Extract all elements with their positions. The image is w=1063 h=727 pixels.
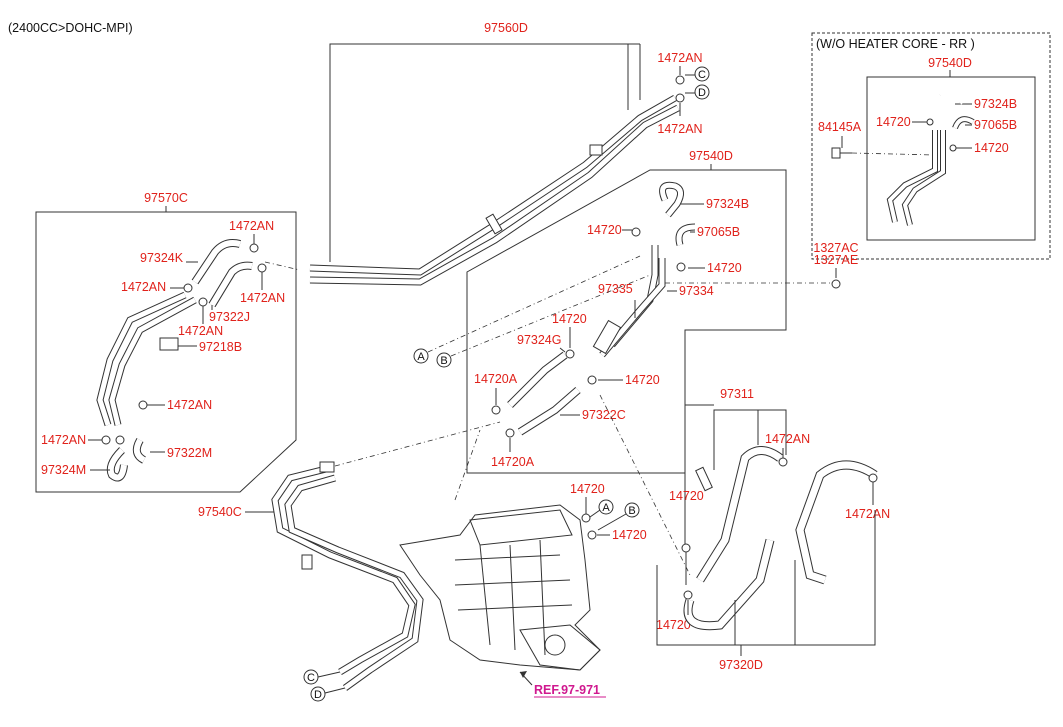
part-1327AE[interactable]: 1327AE: [814, 253, 858, 267]
connector-a-mid: [413, 348, 429, 364]
connector-c-top: [694, 66, 710, 82]
part-14720-g[interactable]: 14720: [669, 489, 704, 503]
connector-b-mid: [436, 352, 452, 368]
connector-a-bottom: [598, 499, 614, 515]
part-97334[interactable]: 97334: [679, 284, 714, 298]
nut-1327AC: [831, 279, 841, 289]
leader-97311: [713, 409, 787, 470]
heater-unit-housing: [399, 504, 601, 671]
part-14720A-1[interactable]: 14720A: [474, 372, 518, 386]
part-14720-d[interactable]: 14720: [625, 373, 660, 387]
part-14720A-2[interactable]: 14720A: [491, 455, 535, 469]
part-97320D[interactable]: 97320D: [719, 658, 763, 672]
rr-option-title: (W/O HEATER CORE - RR ): [816, 37, 975, 51]
part-97540C[interactable]: 97540C: [198, 505, 242, 519]
svg-text:D: D: [698, 87, 706, 99]
part-84145A[interactable]: 84145A: [818, 120, 862, 134]
part-14720-rr-1[interactable]: 14720: [876, 115, 911, 129]
svg-text:A: A: [602, 502, 610, 514]
part-1327AC[interactable]: 1327AC: [813, 241, 858, 255]
part-1472AN-7[interactable]: 1472AN: [765, 432, 810, 446]
rr-option-box: [811, 32, 1051, 260]
part-97560D[interactable]: 97560D: [484, 21, 528, 35]
svg-text:D: D: [314, 689, 322, 701]
part-97570C[interactable]: 97570C: [144, 191, 188, 205]
part-14720-f[interactable]: 14720: [612, 528, 647, 542]
connector-b-bottom: [624, 502, 640, 518]
hose-set-97540D: [491, 181, 696, 438]
part-1472AN-d[interactable]: 1472AN: [657, 122, 702, 136]
pipe-97560D: [309, 94, 680, 286]
part-1472AN-8[interactable]: 1472AN: [845, 507, 890, 521]
part-1472AN-6[interactable]: 1472AN: [41, 433, 86, 447]
part-14720-rr-2[interactable]: 14720: [974, 141, 1009, 155]
part-1472AN-1[interactable]: 1472AN: [229, 219, 274, 233]
hose-set-97570C: [96, 239, 267, 482]
part-97322M[interactable]: 97322M: [167, 446, 212, 460]
svg-text:C: C: [698, 69, 706, 81]
rr-97540D-box: [866, 76, 1036, 241]
leader-97320D: [656, 510, 876, 646]
part-1472AN-4[interactable]: 1472AN: [178, 324, 223, 338]
part-1472AN-c[interactable]: 1472AN: [657, 51, 702, 65]
reference-link[interactable]: REF.97-971: [534, 683, 600, 697]
part-14720-b[interactable]: 14720: [707, 261, 742, 275]
svg-text:B: B: [440, 355, 447, 367]
svg-text:A: A: [417, 351, 425, 363]
part-1472AN-5[interactable]: 1472AN: [167, 398, 212, 412]
part-14720-a[interactable]: 14720: [587, 223, 622, 237]
part-14720-c[interactable]: 14720: [552, 312, 587, 326]
pipe-97540C: [271, 461, 424, 691]
hose-set-97320D: [681, 446, 878, 631]
part-97322C[interactable]: 97322C: [582, 408, 626, 422]
part-97218B[interactable]: 97218B: [199, 340, 242, 354]
svg-text:B: B: [628, 505, 635, 517]
box-97570C: [35, 211, 297, 493]
part-97324B-rr[interactable]: 97324B: [974, 97, 1017, 111]
box-97540D: [466, 169, 787, 474]
connector-d-bottom: [310, 686, 326, 702]
part-97065B[interactable]: 97065B: [697, 225, 740, 239]
part-97324G[interactable]: 97324G: [517, 333, 561, 347]
part-97322J[interactable]: 97322J: [209, 310, 250, 324]
part-97311[interactable]: 97311: [720, 387, 754, 401]
bolt-84145A: [831, 147, 852, 159]
connector-d-top: [694, 84, 710, 100]
part-97540D-rr[interactable]: 97540D: [928, 56, 972, 70]
part-1472AN-3[interactable]: 1472AN: [240, 291, 285, 305]
part-97065B-rr[interactable]: 97065B: [974, 118, 1017, 132]
engine-spec-label: (2400CC>DOHC-MPI): [8, 21, 133, 35]
part-97540D[interactable]: 97540D: [689, 149, 733, 163]
svg-text:C: C: [307, 672, 315, 684]
part-14720-e[interactable]: 14720: [570, 482, 605, 496]
rr-hose-assembly: [886, 86, 975, 226]
part-1472AN-2[interactable]: 1472AN: [121, 280, 166, 294]
part-14720-h[interactable]: 14720: [656, 618, 691, 632]
part-97324B[interactable]: 97324B: [706, 197, 749, 211]
part-97324K[interactable]: 97324K: [140, 251, 184, 265]
part-97324M[interactable]: 97324M: [41, 463, 86, 477]
leader-97560D: [329, 43, 629, 262]
